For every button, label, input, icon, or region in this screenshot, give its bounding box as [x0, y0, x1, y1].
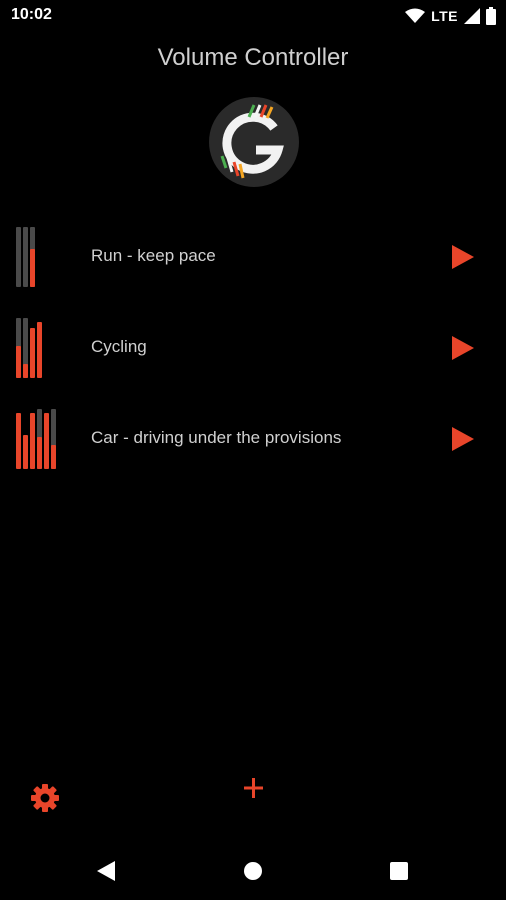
- status-icons: LTE: [405, 5, 496, 27]
- app-title: Volume Controller: [157, 44, 349, 71]
- nav-bar: [0, 840, 506, 900]
- wifi-icon: [405, 8, 426, 23]
- gear-icon[interactable]: [31, 784, 59, 812]
- cell-signal-icon: [464, 8, 480, 24]
- volume-bars-icon: [16, 318, 42, 378]
- back-icon[interactable]: [96, 860, 116, 882]
- recents-icon[interactable]: [390, 862, 408, 880]
- plus-icon[interactable]: [240, 772, 268, 804]
- home-icon[interactable]: [243, 861, 263, 881]
- profile-row-run[interactable]: Run - keep pace: [0, 222, 506, 292]
- profile-row-cycling[interactable]: Cycling: [0, 313, 506, 383]
- status-bar: 10:02 LTE: [0, 0, 506, 32]
- volume-bars-icon: [16, 409, 56, 469]
- g-logo-icon: [209, 97, 299, 187]
- play-icon[interactable]: [450, 425, 476, 453]
- profile-label: Car - driving under the provisions: [91, 428, 342, 447]
- battery-icon: [486, 7, 496, 25]
- status-time: 10:02: [11, 6, 52, 23]
- play-icon[interactable]: [450, 243, 476, 271]
- profile-label: Cycling: [91, 337, 147, 356]
- network-type-label: LTE: [431, 8, 458, 24]
- profile-label: Run - keep pace: [91, 246, 216, 265]
- volume-bars-icon: [16, 227, 35, 287]
- play-icon[interactable]: [450, 334, 476, 362]
- profile-row-car[interactable]: Car - driving under the provisions: [0, 404, 506, 474]
